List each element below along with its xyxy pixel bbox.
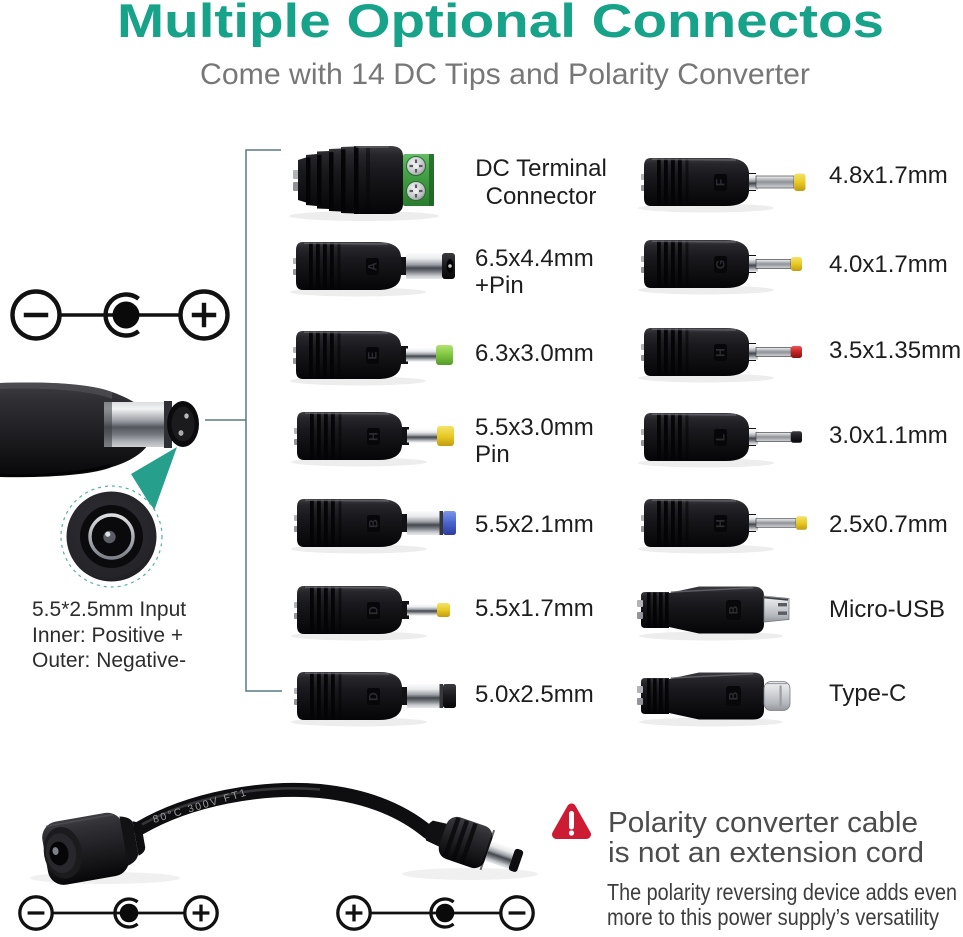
svg-text:B: B [727,691,741,700]
svg-text:5.5x3.0mm: 5.5x3.0mm [475,414,594,441]
svg-text:Pin: Pin [475,441,510,468]
svg-text:Type-C: Type-C [829,680,906,707]
svg-text:4.8x1.7mm: 4.8x1.7mm [829,162,948,189]
svg-text:Come with 14 DC Tips and Polar: Come with 14 DC Tips and Polarity Conver… [200,58,810,91]
svg-text:5.0x2.5mm: 5.0x2.5mm [475,681,594,708]
svg-text:H: H [367,432,381,441]
svg-text:D: D [367,692,381,701]
svg-text:F: F [714,179,728,186]
svg-text:Multiple Optional Connectos: Multiple Optional Connectos [117,0,884,47]
svg-text:+Pin: +Pin [475,272,524,299]
svg-text:5.5*2.5mm Input: 5.5*2.5mm Input [32,598,186,621]
svg-text:B: B [367,519,381,528]
svg-text:A: A [366,262,380,271]
svg-text:4.0x1.7mm: 4.0x1.7mm [829,251,948,278]
svg-text:5.5x2.1mm: 5.5x2.1mm [475,511,594,538]
svg-text:DC Terminal: DC Terminal [475,155,607,182]
svg-text:E: E [366,351,380,359]
svg-text:6.5x4.4mm: 6.5x4.4mm [475,245,594,272]
svg-text:5.5x1.7mm: 5.5x1.7mm [475,595,594,622]
svg-text:H: H [714,348,728,357]
svg-text:D: D [367,606,381,615]
svg-text:B: B [727,605,741,614]
svg-text:2.5x0.7mm: 2.5x0.7mm [829,511,948,538]
svg-text:Connector: Connector [486,183,597,210]
svg-text:G: G [714,260,728,269]
svg-text:3.5x1.35mm: 3.5x1.35mm [829,337,961,364]
svg-text:6.3x3.0mm: 6.3x3.0mm [475,340,594,367]
svg-text:Polarity converter cable: Polarity converter cable [608,807,918,839]
svg-text:Outer: Negative-: Outer: Negative- [32,649,186,672]
svg-text:The polarity reversing device: The polarity reversing device adds even [607,879,957,905]
svg-text:is not an extension cord: is not an extension cord [608,837,924,869]
svg-text:H: H [714,519,728,528]
svg-text:L: L [714,434,728,441]
svg-text:Inner: Positive +: Inner: Positive + [32,624,183,647]
svg-text:3.0x1.1mm: 3.0x1.1mm [829,422,948,449]
svg-text:Micro-USB: Micro-USB [829,596,945,623]
svg-text:more to this power supply’s ve: more to this power supply’s versatility [607,904,939,930]
